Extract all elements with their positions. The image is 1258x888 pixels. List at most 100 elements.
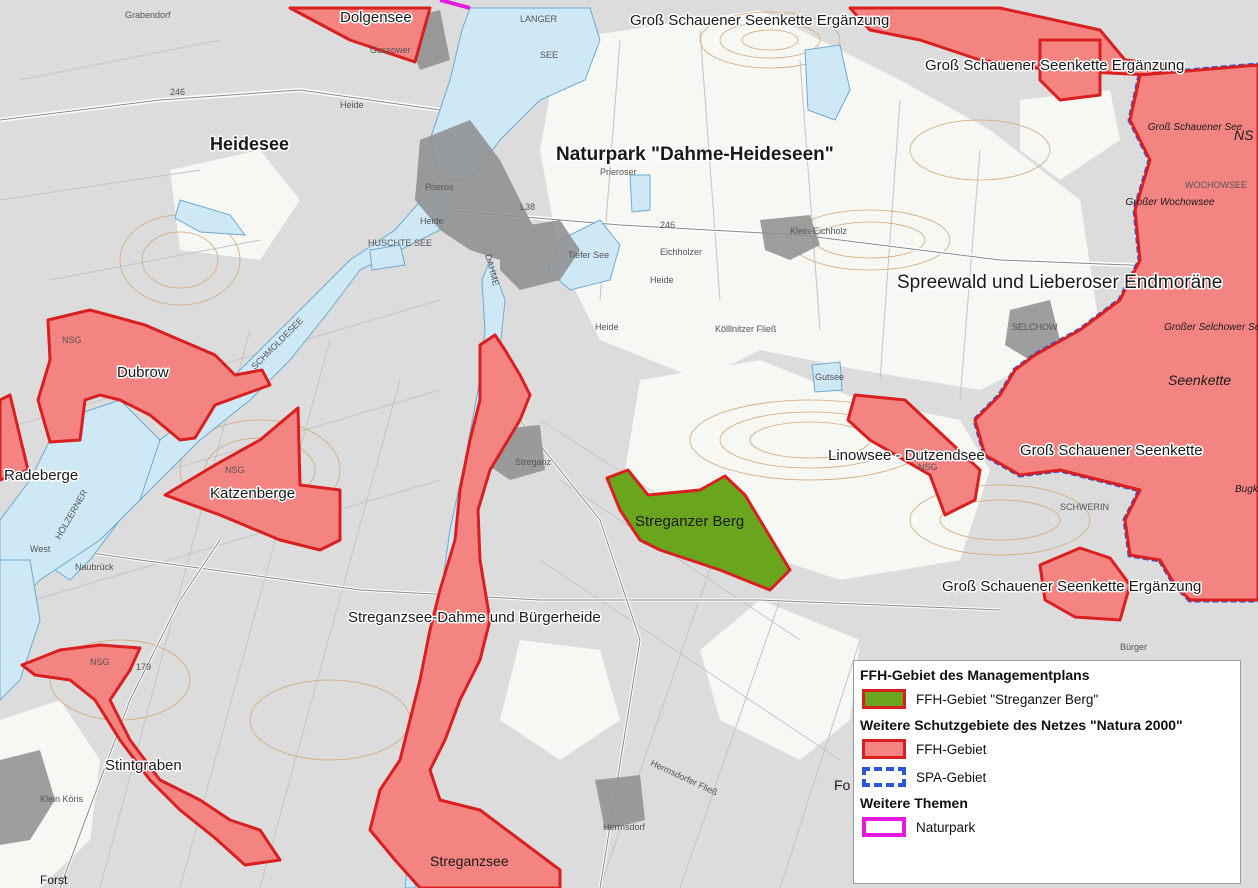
place-eichholzer: Eichholzer xyxy=(660,247,702,257)
legend-label-naturpark: Naturpark xyxy=(916,819,976,835)
legend-label-spa: SPA-Gebiet xyxy=(916,769,987,785)
place-forst: Forst xyxy=(40,873,68,887)
label-gross-schauener-seenkette: Groß Schauener Seenkette xyxy=(1020,442,1203,459)
label-dubrow: Dubrow xyxy=(117,364,169,381)
place-burger: Bürger xyxy=(1120,642,1147,652)
label-katzenberge: Katzenberge xyxy=(210,485,295,502)
place-klein-eichholz: Klein-Eichholz xyxy=(790,226,848,236)
krossin-see-water xyxy=(804,44,851,121)
gutsee-water xyxy=(811,361,843,393)
field-grid xyxy=(0,29,981,888)
ffh-dolgensee xyxy=(288,6,432,64)
ffh-linowsee xyxy=(846,393,982,517)
hermsdorf-settlement xyxy=(595,775,645,830)
label-stintgraben: Stintgraben xyxy=(105,757,182,774)
label-radeberge: Radeberge xyxy=(4,467,78,484)
place-gutsee: Gutsee xyxy=(815,372,844,382)
road-l38: L38 xyxy=(520,202,535,212)
place-prieroser: Prieroser xyxy=(600,167,637,177)
prieroser-muehle-settlement xyxy=(500,220,580,290)
western-see-water xyxy=(0,559,41,701)
legend-section-management-plan: FFH-Gebiet des Managementplans xyxy=(860,667,1090,683)
place-heide2: Heide xyxy=(420,216,444,226)
place-gross-schauener-see: Groß Schauener See xyxy=(1148,122,1243,133)
ffh-dubrow xyxy=(36,308,272,444)
label-streganzer-berg: Streganzer Berg xyxy=(635,513,744,530)
place-klein-koris: Klein Köris xyxy=(40,794,84,804)
place-nsg4: NSG xyxy=(62,335,82,345)
legend-swatch-naturpark xyxy=(862,817,906,837)
hoelzerner-see-water xyxy=(0,399,161,621)
ffh-streganzsee xyxy=(368,333,562,888)
place-ns: NS xyxy=(1234,127,1254,143)
place-streganzsee-bottom: Streganzsee xyxy=(430,853,509,869)
legend-swatch-ffh xyxy=(862,739,906,759)
place-heide4: Heide xyxy=(595,322,619,332)
klein-koris-settlement xyxy=(0,750,55,845)
place-bugk: Bugk xyxy=(1235,484,1258,495)
place-grabendorf: Grabendorf xyxy=(125,10,171,20)
place-seenkette: Seenkette xyxy=(1168,372,1231,388)
legend-swatch-plan xyxy=(862,689,906,709)
road-246a: 246 xyxy=(170,87,185,97)
place-selchow: SELCHOW xyxy=(1012,322,1058,332)
place-fo: Fo xyxy=(834,777,851,793)
label-gross-schauener-bottom: Groß Schauener Seenkette Ergänzung xyxy=(942,578,1201,595)
label-gross-schauener-top-right: Groß Schauener Seenkette Ergänzung xyxy=(925,57,1184,74)
legend-item-ffh: FFH-Gebiet xyxy=(862,739,1234,759)
naturpark-boundary xyxy=(439,0,471,10)
legend-label-ffh: FFH-Gebiet xyxy=(916,741,987,757)
legend-label-streganzer-berg: FFH-Gebiet "Streganzer Berg" xyxy=(916,691,1099,707)
label-gross-schauener-top: Groß Schauener Seenkette Ergänzung xyxy=(630,12,889,29)
label-dolgensee: Dolgensee xyxy=(340,9,412,26)
tiestsee-water xyxy=(629,174,651,213)
place-nsg2: NSG xyxy=(90,657,110,667)
ffh-gross-schauener-main xyxy=(973,63,1258,602)
ffh-areas xyxy=(0,6,1258,888)
legend-swatch-spa xyxy=(862,767,906,787)
place-grosser-selchower-see: Großer Selchower See xyxy=(1164,322,1258,333)
place-grosser-wochowsee: Großer Wochowsee xyxy=(1126,197,1215,208)
place-schwerin: SCHWERIN xyxy=(1060,502,1109,512)
klein-eichholz-settlement xyxy=(760,215,820,260)
ffh-gross-schauener-top-right xyxy=(1038,38,1102,102)
road-179: 179 xyxy=(136,662,151,672)
legend-item-naturpark: Naturpark xyxy=(862,817,1234,837)
place-hermsdorf: Hermsdorf xyxy=(603,822,646,832)
ffh-gross-schauener-bottom xyxy=(1038,546,1132,622)
legend-section-other: Weitere Themen xyxy=(860,795,968,811)
legend-item-streganzer-berg: FFH-Gebiet "Streganzer Berg" xyxy=(862,689,1234,709)
place-heide3: Heide xyxy=(650,275,674,285)
place-wochowsee: WOCHOWSEE xyxy=(1185,180,1247,190)
place-huschte: HUSCHTE SEE xyxy=(368,238,432,248)
place-kollnitzer: Kölllnitzer Fließ xyxy=(715,324,777,334)
legend-section-natura2000: Weitere Schutzgebiete des Netzes "Natura… xyxy=(860,717,1183,733)
label-streganzsee: Streganzsee-Dahme und Bürgerheide xyxy=(348,609,601,626)
place-naubruck: Naubrück xyxy=(75,562,114,572)
selchow-settlement xyxy=(1005,300,1060,360)
ffh-radeberge xyxy=(0,393,30,482)
place-west: West xyxy=(30,544,51,554)
place-see: SEE xyxy=(540,50,558,60)
place-nsg1: NSG xyxy=(225,465,245,475)
road-246b: 246 xyxy=(660,220,675,230)
ffh-streganzer-berg[interactable] xyxy=(605,468,792,592)
label-naturpark: Naturpark "Dahme-Heideseen" xyxy=(556,144,834,165)
map-legend: FFH-Gebiet des Managementplans FFH-Gebie… xyxy=(853,660,1241,884)
frauensee-water xyxy=(174,199,247,236)
ffh-katzenberge xyxy=(163,406,342,552)
label-linowsee: Linowsee - Dutzendsee xyxy=(828,447,985,464)
legend-item-spa: SPA-Gebiet xyxy=(862,767,1234,787)
place-prieros: Prieros xyxy=(425,182,454,192)
settlements xyxy=(0,8,1060,845)
place-gussow: Gussower xyxy=(370,45,411,55)
huschte-see-water xyxy=(369,244,406,271)
place-nsg3: NSG xyxy=(918,462,938,472)
place-langer-see: LANGER xyxy=(520,14,558,24)
label-spa-region: Spreewald und Lieberoser Endmoräne xyxy=(897,272,1222,293)
place-heide1: Heide xyxy=(340,100,364,110)
place-tiefer-see: Tiefer See xyxy=(568,250,609,260)
place-heidesee: Heidesee xyxy=(210,134,289,154)
ffh-stintgraben xyxy=(20,643,282,867)
